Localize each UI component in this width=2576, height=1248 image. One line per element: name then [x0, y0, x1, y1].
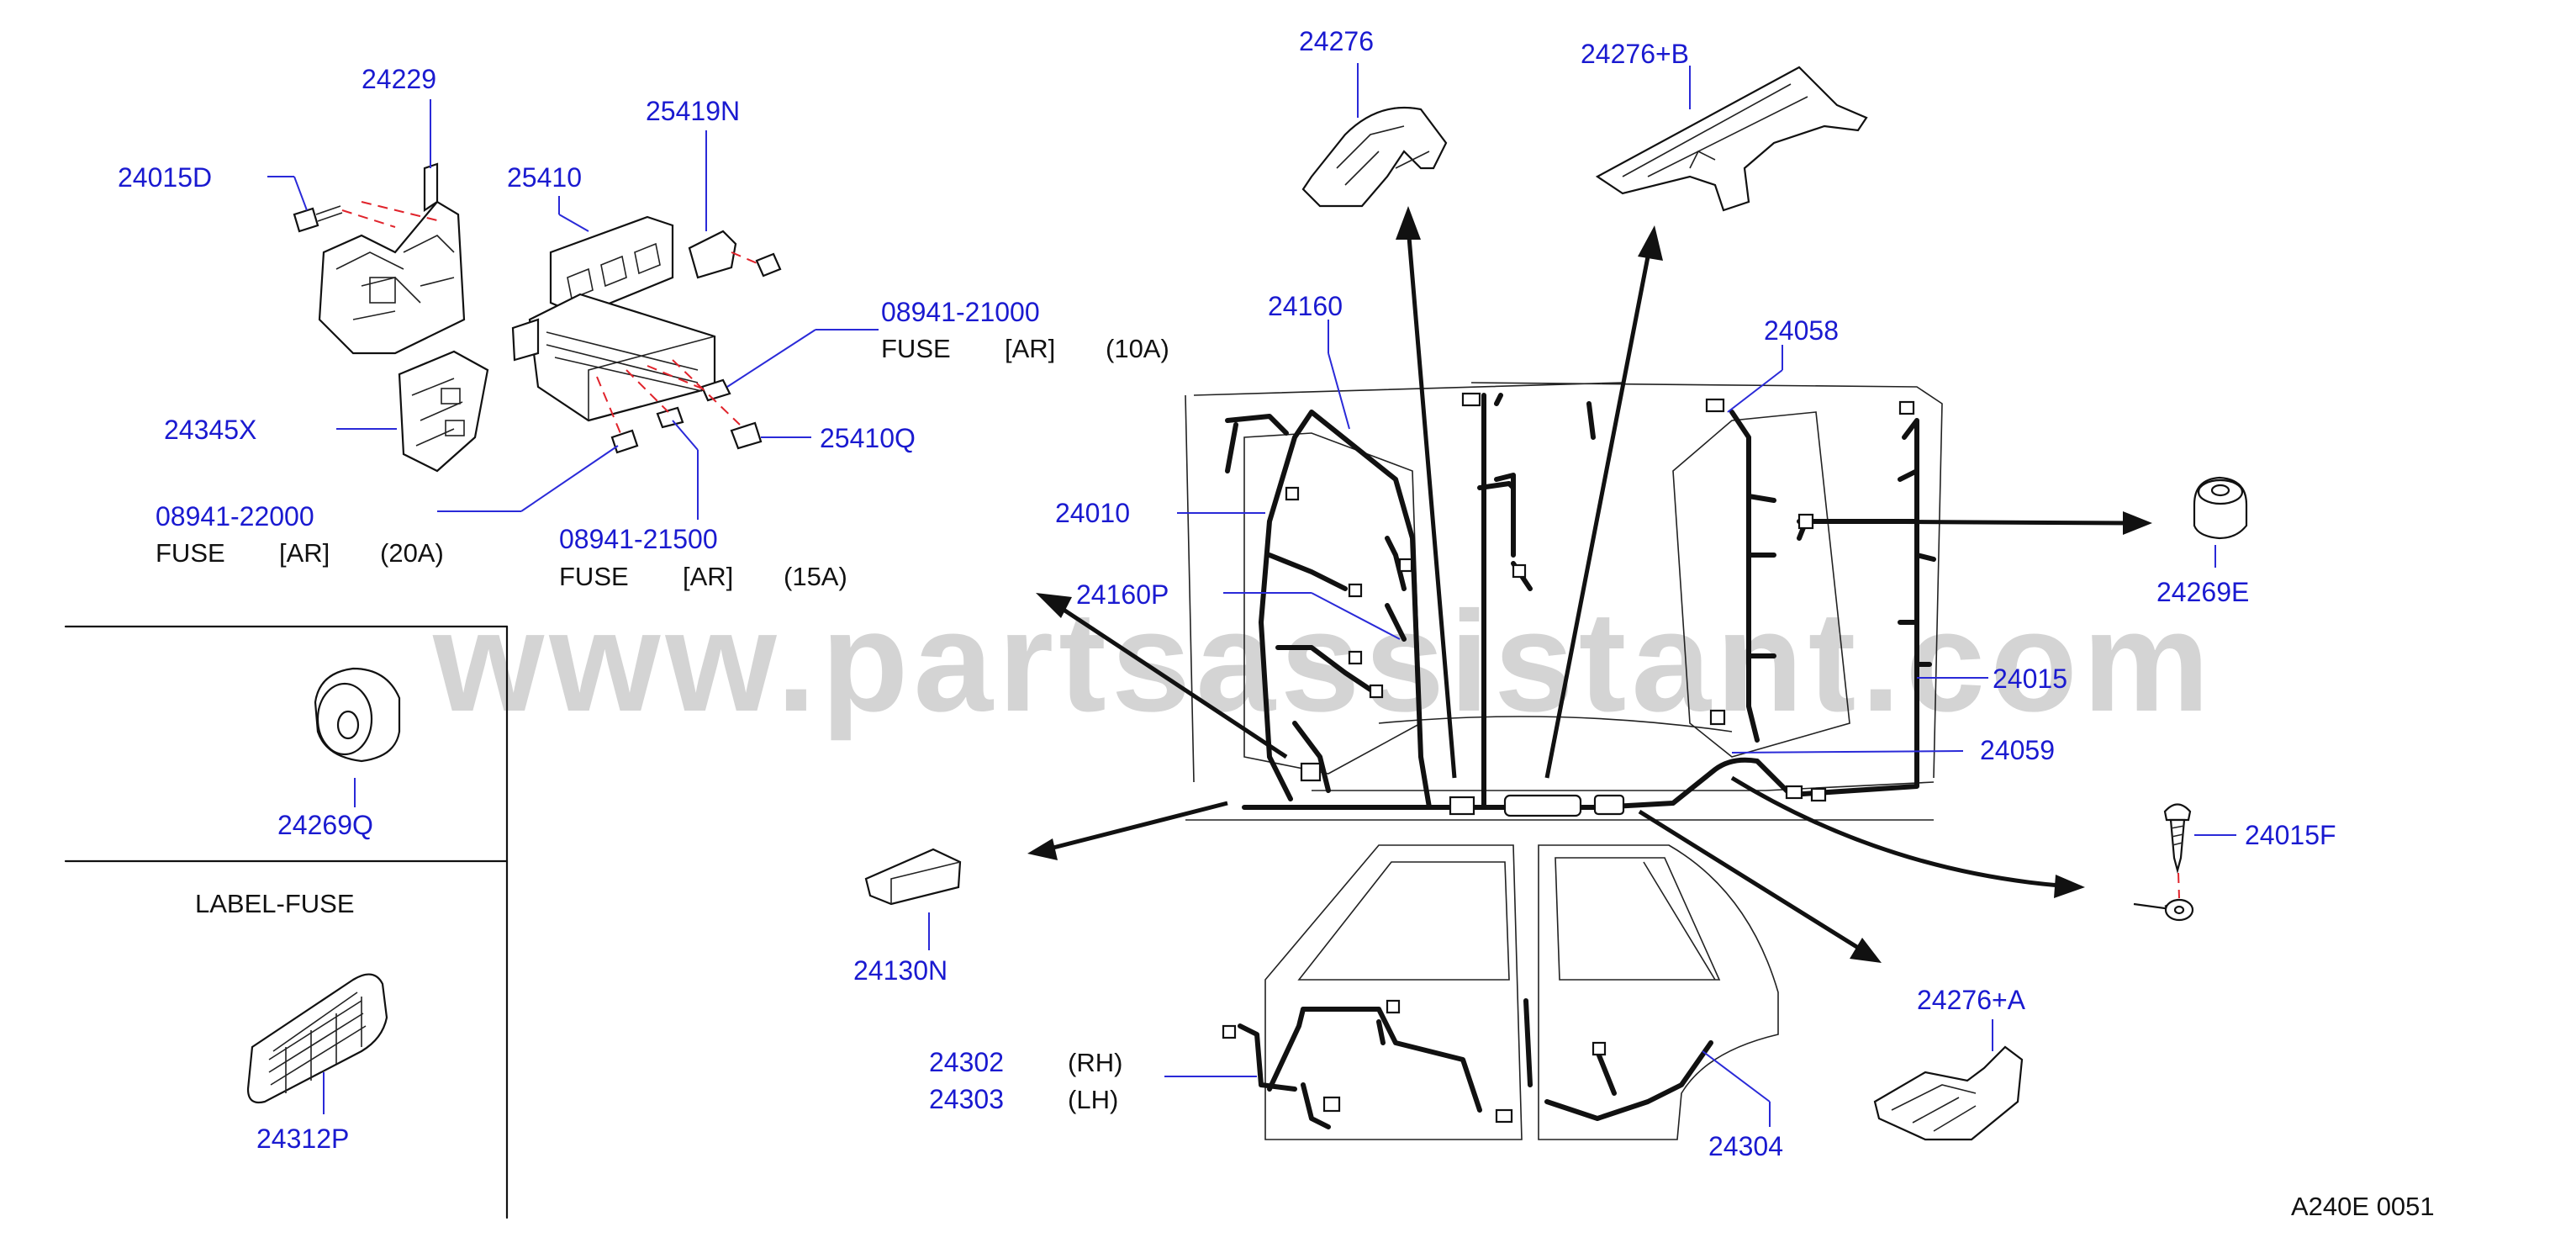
fuse-rating-10a: (10A) — [1106, 334, 1169, 363]
part-number-24058: 24058 — [1764, 315, 1839, 346]
part-number-24015: 24015 — [1993, 664, 2067, 694]
part-number-24303: 24303 — [929, 1084, 1004, 1114]
bracket-24276A — [1873, 1045, 2024, 1141]
fuse-rating-15a: (15A) — [784, 562, 847, 591]
part-number-24276: 24276 — [1299, 26, 1374, 56]
direction-arrows — [1027, 206, 2152, 963]
part-number-24160: 24160 — [1268, 291, 1343, 321]
fuse-name-20a: FUSE — [156, 538, 225, 568]
diagram-code: A240E 0051 — [2291, 1192, 2435, 1221]
fuse-rating-20a: (20A) — [380, 538, 444, 568]
connectors — [1222, 392, 1915, 1124]
side-rh: (RH) — [1068, 1048, 1122, 1077]
part-number-24312P: 24312P — [256, 1124, 349, 1154]
vehicle-body-outline — [1185, 382, 1943, 1140]
clip-25419N — [688, 230, 782, 279]
part-number-24015D: 24015D — [118, 162, 212, 193]
part-number-24059: 24059 — [1980, 735, 2055, 765]
screw-24015F — [2133, 803, 2194, 922]
part-number-25419N: 25419N — [646, 96, 740, 126]
part-number-24130N: 24130N — [853, 955, 948, 986]
grommet-24269Q — [314, 667, 401, 763]
side-lh: (LH) — [1068, 1085, 1118, 1114]
part-number-24276B: 24276+B — [1581, 39, 1689, 69]
part-number-24229: 24229 — [362, 64, 436, 94]
grommet-24269E — [2193, 476, 2248, 540]
bolt-24015D — [293, 205, 343, 233]
fuse-code-15a: [AR] — [683, 562, 733, 591]
part-number-24269Q: 24269Q — [277, 810, 373, 840]
part-number-24010: 24010 — [1055, 498, 1130, 528]
label-fuse-24312P — [246, 973, 388, 1104]
bracket-24345X — [398, 350, 489, 473]
module-24130N — [864, 848, 962, 906]
part-number-08941-21500: 08941-21500 — [559, 524, 718, 554]
fuse-code-10a: [AR] — [1005, 334, 1055, 363]
fuse-code-20a: [AR] — [279, 538, 330, 568]
wire-harness-main — [1225, 393, 1936, 1129]
part-number-24015F: 24015F — [2245, 820, 2336, 850]
label-fuse-title: LABEL-FUSE — [195, 889, 355, 918]
fuse-08941-22000 — [610, 429, 639, 454]
part-number-24302: 24302 — [929, 1047, 1004, 1077]
part-number-24160P: 24160P — [1076, 579, 1169, 610]
bracket-24276 — [1301, 106, 1448, 208]
fuse-08941-21500 — [656, 406, 684, 429]
fuse-25410Q — [730, 421, 763, 450]
fuse-name-15a: FUSE — [559, 562, 629, 591]
inset-frame — [64, 625, 509, 1219]
part-number-24269E: 24269E — [2156, 577, 2249, 607]
watermark: www.partsassistant.com — [432, 582, 2214, 742]
part-number-24276A: 24276+A — [1917, 985, 2026, 1015]
part-number-24345X: 24345X — [164, 415, 256, 445]
fuse-box-25410 — [511, 215, 716, 422]
part-number-24304: 24304 — [1708, 1131, 1783, 1161]
bracket-24276B — [1595, 66, 1868, 212]
bracket-24229 — [318, 162, 466, 355]
part-number-25410Q: 25410Q — [820, 423, 916, 453]
part-number-08941-22000: 08941-22000 — [156, 501, 314, 531]
part-number-25410: 25410 — [507, 162, 582, 193]
fuse-name-10a: FUSE — [881, 334, 951, 363]
part-number-08941-21000: 08941-21000 — [881, 297, 1040, 327]
